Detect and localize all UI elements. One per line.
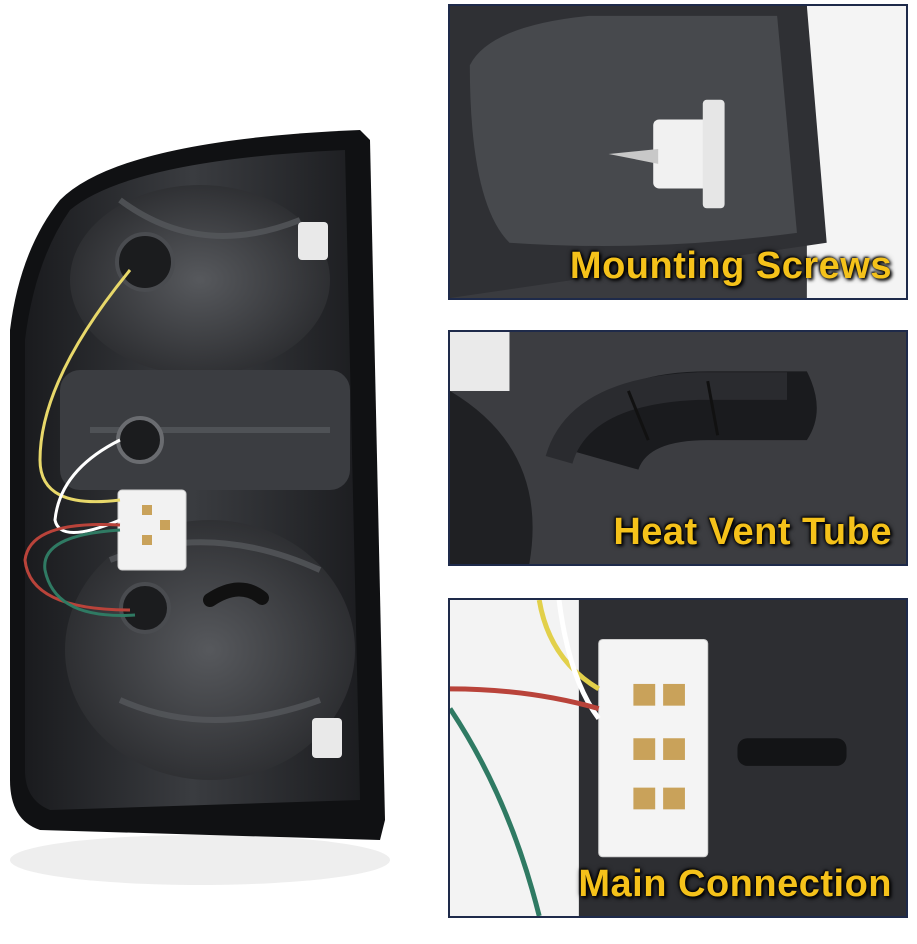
heat-vent-tube-panel: Heat Vent Tube (448, 330, 908, 566)
tail-light-housing-illustration (10, 130, 390, 885)
mounting-screws-caption: Mounting Screws (569, 245, 892, 287)
mounting-screw-closeup (450, 6, 906, 298)
heat-vent-tube-closeup (450, 332, 906, 564)
heat-vent-tube-caption: Heat Vent Tube (613, 511, 892, 553)
main-connection-panel: Main Connection (448, 598, 908, 918)
mounting-screws-panel: Mounting Screws (448, 4, 908, 300)
main-connection-closeup (450, 600, 906, 916)
main-connection-caption: Main Connection (578, 863, 892, 905)
tail-light-rear-photo (0, 0, 440, 939)
